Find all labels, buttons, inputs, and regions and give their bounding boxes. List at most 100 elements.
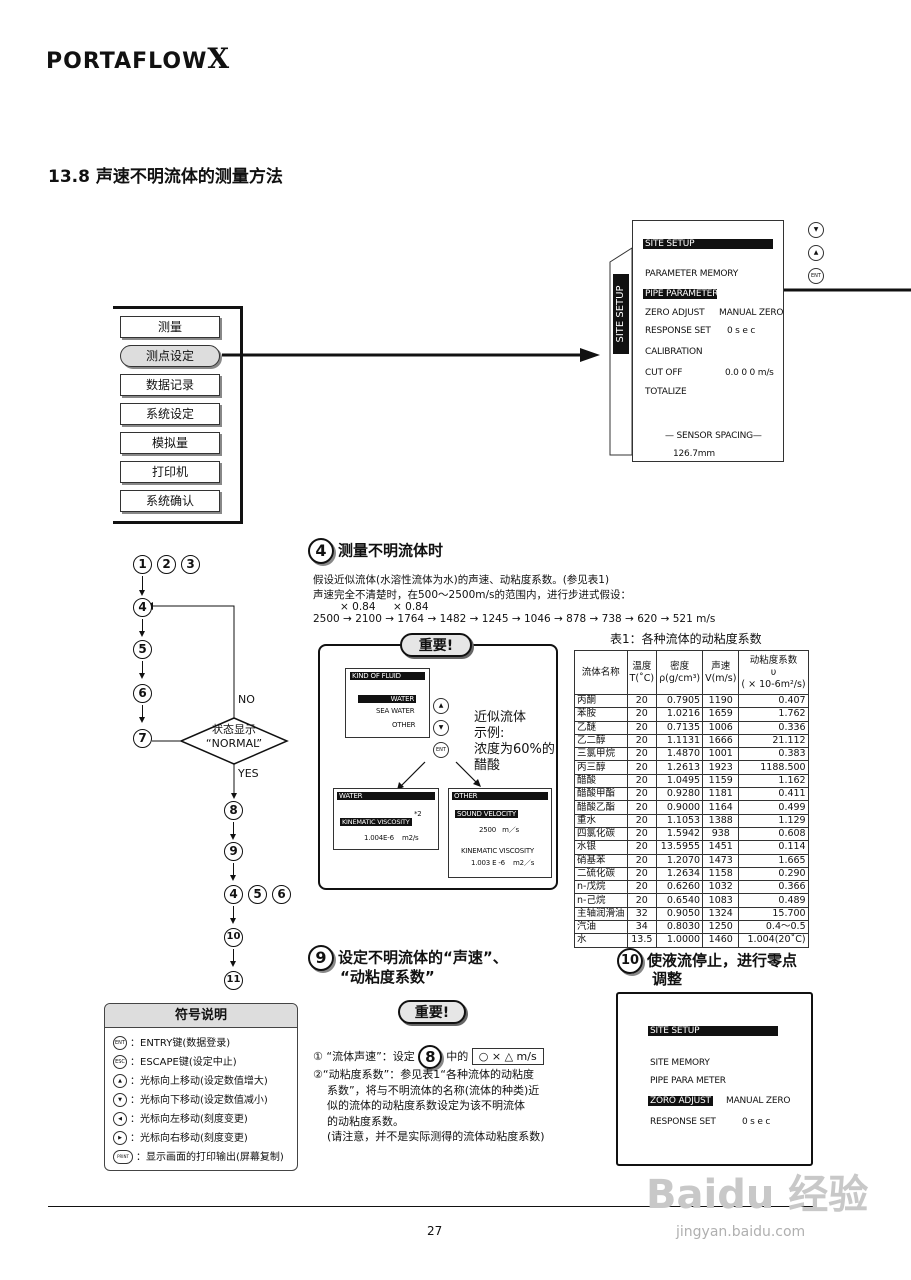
menu-item-printer[interactable]: 打印机 [120,461,220,483]
no-loop-line [153,605,235,718]
table-cell: 1.1131 [656,733,704,749]
baidu-watermark-url: jingyan.baidu.com [676,1224,806,1240]
kind-of-fluid-screen: KIND OF FLUID WATER SEA WATER OTHER [345,668,430,738]
table-cell: 丙酮 [574,693,628,709]
menu-item-data-log[interactable]: 数据记录 [120,374,220,396]
site-setup-side-tab: SITE SETUP [613,274,629,354]
table-cell: 20 [626,693,658,709]
table-cell: 0.114 [738,840,809,855]
table-cell: 1250 [702,920,740,935]
print-icon: PRINT [113,1150,133,1164]
step4-mult2: × 0.84 [393,601,429,613]
menu-item-site-setup[interactable]: 测点设定 [120,345,220,367]
table-cell: 水银 [574,840,628,855]
table-cell: 0.489 [738,893,809,908]
row-response-set[interactable]: RESPONSE SET [650,1117,716,1127]
step-5b-icon: 5 [248,885,267,904]
table-cell: 1.762 [738,707,809,722]
table-cell: 13.5955 [656,840,704,855]
table-cell: 0.6540 [656,893,704,908]
legend-ent-text: ：ENTRY键(数据登录) [130,1038,231,1049]
table-cell: 0.366 [738,880,809,895]
menu-item-system-check[interactable]: 系统确认 [120,490,220,512]
step-4b-icon: 4 [224,885,243,904]
table-cell: 醋酸乙酯 [574,800,628,815]
table-cell: 20 [626,813,658,828]
row-zero-adjust[interactable]: ZORO ADJUST [648,1096,713,1106]
table-cell: 1388 [702,813,740,828]
portaflow-logo: PORTAFLOWX [46,42,231,75]
water-kv-label: KINEMATIC VISCOSITY [340,818,412,826]
other-kv-label: KINEMATIC VISCOSITY [461,847,535,855]
option-sea-water[interactable]: SEA WATER [376,707,415,715]
ent-icon: ENT [113,1036,127,1050]
row-site-memory[interactable]: SITE MEMORY [650,1058,710,1068]
table-cell: 1.129 [738,813,809,828]
row-pipe-parameter[interactable]: PIPE PARAMETER [643,289,719,299]
row-zero-adjust[interactable]: ZERO ADJUST [645,308,705,318]
table-cell: 0.7135 [656,720,704,735]
down-key-icon[interactable]: ▼ [808,222,824,238]
site-setup-screen: SITE SETUP PARAMETER MEMORY PIPE PARAMET… [632,220,784,462]
up-key-icon[interactable]: ▲ [808,245,824,261]
menu-item-measure[interactable]: 测量 [120,316,220,338]
option-other[interactable]: OTHER [392,721,416,729]
row-parameter-memory[interactable]: PARAMETER MEMORY [645,269,739,279]
important-badge-2: 重要! [398,1000,466,1024]
cutoff-value: 0.0 0 0 [725,368,756,378]
left-arrow-icon: ◀ [113,1112,127,1126]
down-key-icon[interactable]: ▼ [433,720,449,736]
decision-text: 状态显示“NORMAL” [205,723,263,750]
table-cell: 1.0000 [656,933,704,948]
table-cell: 1032 [702,880,740,895]
other-screen: OTHER SOUND VELOCITY 2500 m／s KINEMATIC … [448,788,552,878]
legend-esc-text: ：ESCAPE键(设定中止) [130,1057,237,1068]
zero-adjust-panel [616,992,813,1166]
table-cell: 1.1053 [656,813,704,828]
table-cell: 20 [626,760,658,775]
table-cell: 水 [574,933,628,948]
table-cell: 1451 [702,840,740,855]
menu-item-analog[interactable]: 模拟量 [120,432,220,454]
up-key-icon[interactable]: ▲ [433,698,449,714]
row-calibration[interactable]: CALIBRATION [645,347,703,357]
step-10-icon: 10 [224,928,243,947]
row-response-set[interactable]: RESPONSE SET [645,326,711,336]
table-cell: 1659 [702,707,740,722]
response-value: 0 s e c [742,1117,771,1127]
menu-item-system-setup[interactable]: 系统设定 [120,403,220,425]
baidu-watermark: Baidu 经验 [646,1172,869,1218]
table-header-cell: 流体名称 [574,650,628,695]
table-cell: 20 [626,800,658,815]
table1-caption: 表1：各种流体的动粘度系数 [610,632,762,646]
row-totalize[interactable]: TOTALIZE [645,387,687,397]
zero-value: MANUAL ZERO [726,1096,791,1106]
table-cell: 1181 [702,787,740,802]
zero-screen-title: SITE SETUP [648,1026,778,1036]
table-cell: 苯胺 [574,707,628,722]
row-cut-off[interactable]: CUT OFF [645,368,683,378]
option-water[interactable]: WATER [358,695,416,703]
other-kv-value: 1.003 E -6 [471,859,505,867]
table-cell: 汽油 [574,920,628,935]
table-cell: 0.407 [738,693,809,709]
table-cell: 20 [626,893,658,908]
table-cell: 1666 [702,733,740,749]
ent-key-icon[interactable]: ENT [808,268,824,284]
table-cell: 0.6260 [656,880,704,895]
ent-key-icon[interactable]: ENT [433,742,449,758]
row-pipe-parameter[interactable]: PIPE PARA METER [650,1076,726,1086]
up-arrow-icon: ▲ [113,1074,127,1088]
cutoff-unit: m/s [757,368,774,378]
table-cell: 0.336 [738,720,809,735]
